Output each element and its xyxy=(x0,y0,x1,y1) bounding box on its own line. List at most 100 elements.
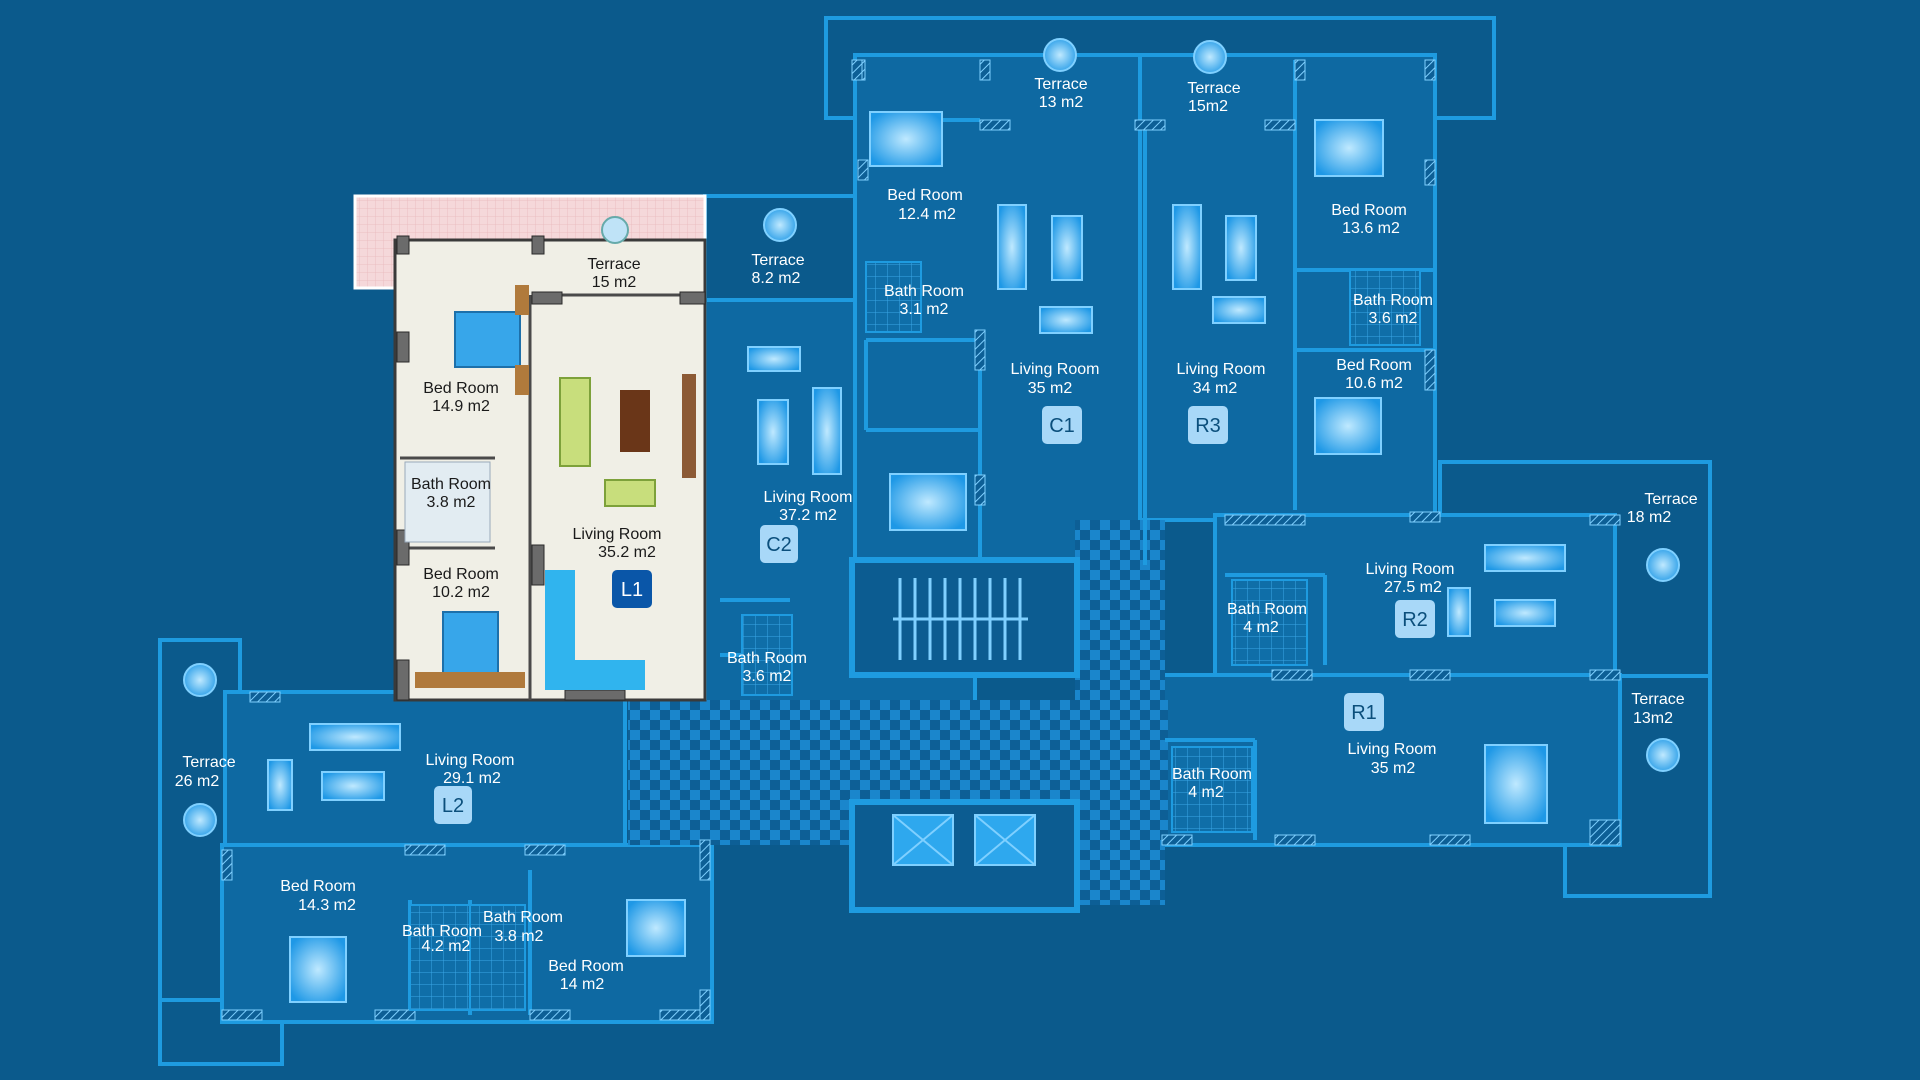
l1-bed1-name: Bed Room xyxy=(423,380,499,397)
l2-living-name: Living Room xyxy=(426,752,515,769)
c1-badge-text: C1 xyxy=(1049,415,1075,437)
c2-badge[interactable]: C2 xyxy=(760,525,798,563)
c1-terrace-name: Terrace xyxy=(1034,76,1087,93)
l1-terrace-area: 15 m2 xyxy=(592,274,637,291)
bath-tiles xyxy=(409,261,1421,1011)
l2-bath1-area: 4.2 m2 xyxy=(422,938,471,955)
c2-badge-text: C2 xyxy=(766,534,792,556)
core xyxy=(849,557,1080,913)
l1-badge[interactable]: L1 xyxy=(612,570,652,608)
r1-bath-area: 4 m2 xyxy=(1188,784,1224,801)
interior-walls xyxy=(408,60,1435,1015)
r2-badge[interactable]: R2 xyxy=(1395,600,1435,638)
r3-badge[interactable]: R3 xyxy=(1188,406,1228,444)
r3-table xyxy=(1225,215,1257,281)
l2-terrace-name: Terrace xyxy=(182,754,235,771)
c1-sofa xyxy=(997,204,1027,290)
r3-bed2-name: Bed Room xyxy=(1336,357,1412,374)
l1-bed2-area: 10.2 m2 xyxy=(432,584,490,601)
l1-bed-1 xyxy=(454,311,521,368)
r3-badge-text: R3 xyxy=(1195,415,1221,437)
r3-bed1-area: 13.6 m2 xyxy=(1342,220,1400,237)
l2-badge-text: L2 xyxy=(442,795,464,817)
l1-furniture xyxy=(404,216,696,690)
unit-r2[interactable]: Terrace 18 m2 Living Room 27.5 m2 R2 Bat… xyxy=(1227,491,1698,638)
l1-tv-unit xyxy=(682,374,696,478)
c1-bed-area: 12.4 m2 xyxy=(898,206,956,223)
r2-bath-name: Bath Room xyxy=(1227,601,1307,618)
r2-sofa xyxy=(1484,544,1566,572)
unit-l1[interactable]: L1 Terrace 15 m2 Bed Room 14.9 m2 Bath R… xyxy=(353,194,707,702)
c1-terrace-area: 13 m2 xyxy=(1039,94,1084,111)
l1-living-area: 35.2 m2 xyxy=(598,544,656,561)
unit-l2[interactable]: Terrace 26 m2 Living Room 29.1 m2 L2 Bed… xyxy=(175,752,624,993)
l1-bed-2 xyxy=(442,611,499,675)
c1-badge[interactable]: C1 xyxy=(1042,406,1082,444)
c2-living-area: 37.2 m2 xyxy=(779,507,837,524)
l1-walls xyxy=(400,293,700,700)
r3-terrace-name: Terrace xyxy=(1187,80,1240,97)
l2-bed2-area: 14 m2 xyxy=(560,976,605,993)
l2-chair xyxy=(267,759,293,811)
terrace-table-r3 xyxy=(1193,40,1227,74)
terrace-tables xyxy=(183,38,1680,837)
l1-bed2-name: Bed Room xyxy=(423,566,499,583)
l1-sofa xyxy=(559,377,591,467)
unit-r3[interactable]: Terrace 15m2 Bed Room 13.6 m2 Bath Room … xyxy=(1177,80,1433,444)
l1-wall-hatches xyxy=(396,235,706,701)
elevator-1 xyxy=(892,814,954,866)
l2-bed1-name: Bed Room xyxy=(280,878,356,895)
c1-bed xyxy=(869,111,943,167)
r1-badge-text: R1 xyxy=(1351,702,1377,724)
unit-r1[interactable]: Terrace 13m2 R1 Living Room 35 m2 Bath R… xyxy=(1172,691,1685,801)
l1-bath-name: Bath Room xyxy=(411,476,491,493)
l2-table xyxy=(321,771,385,801)
c2-bath-area: 3.6 m2 xyxy=(743,668,792,685)
c2-living-name: Living Room xyxy=(764,489,853,506)
c1-chairs xyxy=(1039,306,1093,334)
unit-c2[interactable]: Terrace 8.2 m2 Living Room 37.2 m2 C2 Ba… xyxy=(727,252,852,685)
l2-bath2-name: Bath Room xyxy=(483,909,563,926)
terrace-table-r1 xyxy=(1646,738,1680,772)
elevator-2 xyxy=(974,814,1036,866)
r2-bath-area: 4 m2 xyxy=(1243,619,1279,636)
c2-bed xyxy=(889,473,967,531)
terrace-table-l2-bottom xyxy=(183,803,217,837)
r3-bed1-name: Bed Room xyxy=(1331,202,1407,219)
r1-badge[interactable]: R1 xyxy=(1344,693,1384,731)
l2-living-area: 29.1 m2 xyxy=(443,770,501,787)
terrace-table-l2-top xyxy=(183,663,217,697)
l2-bath1-name: Bath Room xyxy=(402,923,482,940)
c1-bath-area: 3.1 m2 xyxy=(900,301,949,318)
unit-c1[interactable]: Terrace 13 m2 Bed Room 12.4 m2 Bath Room… xyxy=(884,76,1099,444)
blue-furniture xyxy=(267,111,1566,1003)
r2-living-area: 27.5 m2 xyxy=(1384,579,1442,596)
l2-bed2-name: Bed Room xyxy=(548,958,624,975)
l2-bed-1 xyxy=(289,936,347,1003)
r2-terrace-area: 18 m2 xyxy=(1627,509,1672,526)
r3-sofa xyxy=(1172,204,1202,290)
r1-bath-name: Bath Room xyxy=(1172,766,1252,783)
c2-sofa-side xyxy=(812,387,842,475)
l1-coffee-table xyxy=(620,390,650,452)
r1-bed xyxy=(1484,744,1548,824)
l1-terrace-name: Terrace xyxy=(587,256,640,273)
corridor-floor-vertical xyxy=(1075,520,1165,905)
r1-terrace-area: 13m2 xyxy=(1633,710,1673,727)
r3-living-name: Living Room xyxy=(1177,361,1266,378)
elevator-shaft xyxy=(849,799,1080,913)
l2-bed1-area: 14.3 m2 xyxy=(298,897,356,914)
r3-bed2-area: 10.6 m2 xyxy=(1345,375,1403,392)
c1-table xyxy=(1051,215,1083,281)
c1-bath-name: Bath Room xyxy=(884,283,964,300)
l1-living-name: Living Room xyxy=(573,526,662,543)
l1-terrace-table xyxy=(601,216,629,244)
l2-bath2-area: 3.8 m2 xyxy=(495,928,544,945)
c1-bed-name: Bed Room xyxy=(887,187,963,204)
l1-armchair xyxy=(604,479,656,507)
l2-badge[interactable]: L2 xyxy=(434,786,472,824)
c2-bath-name: Bath Room xyxy=(727,650,807,667)
r2-chair xyxy=(1447,587,1471,637)
r2-living-name: Living Room xyxy=(1366,561,1455,578)
